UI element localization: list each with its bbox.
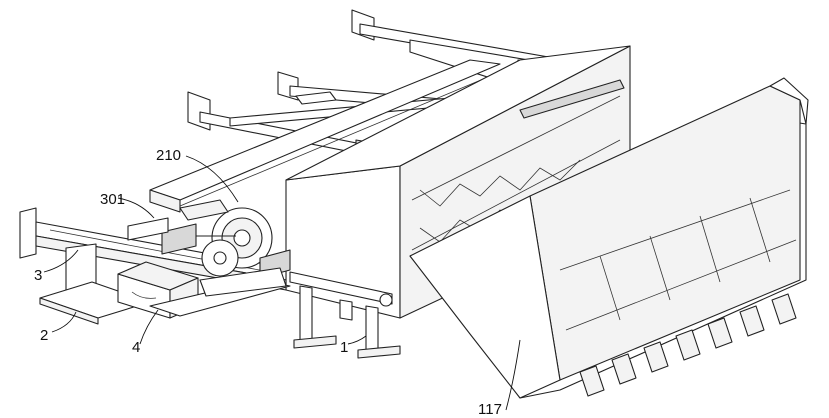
reference-labels: 301 210 3 2 4 1 117 — [34, 147, 502, 418]
label-117: 117 — [478, 401, 502, 418]
label-3: 3 — [34, 267, 42, 284]
main-beam — [149, 59, 501, 213]
leader-lines — [43, 155, 521, 411]
label-210: 210 — [156, 147, 181, 164]
gear-assembly — [127, 199, 291, 297]
front-rail-legs — [289, 271, 401, 359]
label-4: 4 — [132, 339, 140, 356]
collector-scoop — [409, 77, 809, 399]
label-301: 301 — [100, 191, 125, 208]
label-1: 1 — [340, 339, 348, 356]
label-2: 2 — [40, 327, 48, 344]
